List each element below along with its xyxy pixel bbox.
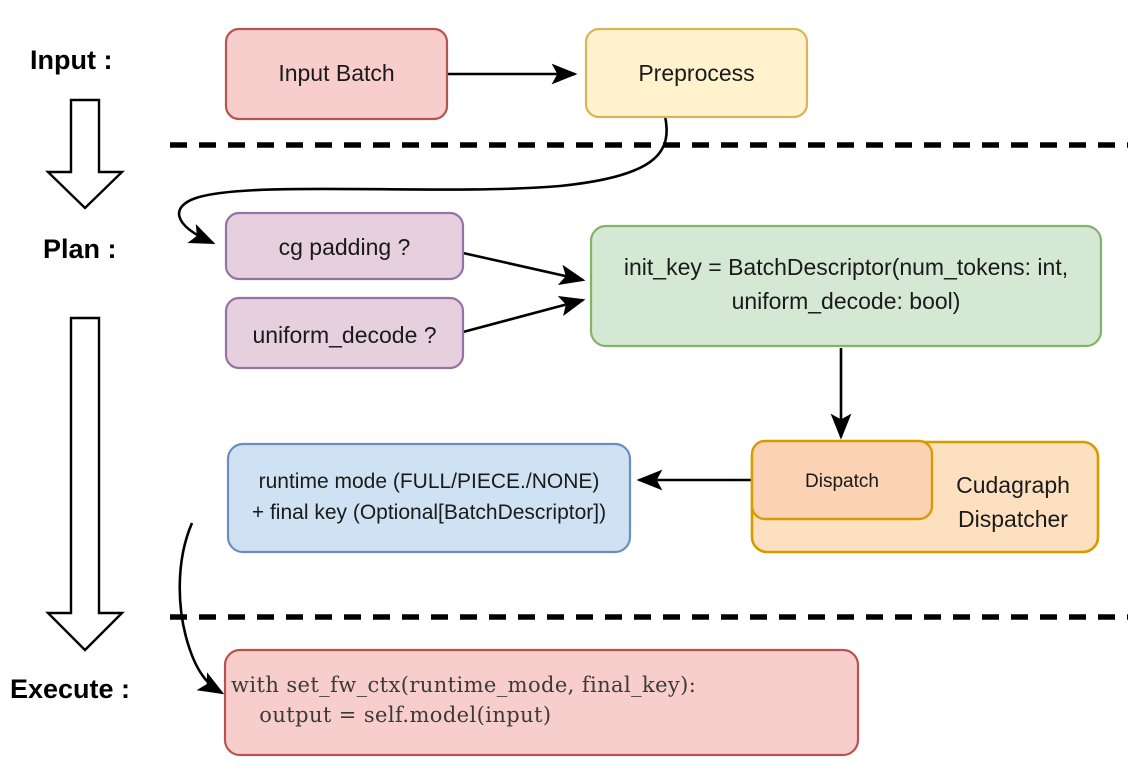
node-uniform-decode[interactable]: uniform_decode ? xyxy=(224,296,465,370)
node-execute-code-line1: with set_fw_ctx(runtime_mode, final_key)… xyxy=(231,673,696,697)
node-runtime-mode-line2: + final key (Optional[BatchDescriptor]) xyxy=(252,501,606,524)
node-input-batch[interactable]: Input Batch xyxy=(224,27,449,121)
node-cg-padding-label: cg padding ? xyxy=(279,234,411,260)
node-init-key-line2: uniform_decode: bool) xyxy=(732,288,961,314)
node-init-key-line1: init_key = BatchDescriptor(num_tokens: i… xyxy=(624,254,1068,280)
node-init-key[interactable]: init_key = BatchDescriptor(num_tokens: i… xyxy=(589,224,1103,348)
edge-preprocess-to-cg-padding xyxy=(177,115,668,245)
node-cg-padding[interactable]: cg padding ? xyxy=(224,211,465,281)
node-runtime-mode[interactable]: runtime mode (FULL/PIECE./NONE) + final … xyxy=(226,442,632,554)
down-block-arrow-icon xyxy=(45,98,125,210)
node-dispatch-shape[interactable] xyxy=(750,439,934,521)
node-input-batch-shape[interactable] xyxy=(224,27,449,121)
node-cudagraph-dispatcher-line2: Dispatcher xyxy=(958,506,1068,532)
node-execute-code-shape[interactable] xyxy=(223,648,860,757)
node-input-batch-label: Input Batch xyxy=(278,60,394,86)
node-uniform-decode-shape[interactable] xyxy=(224,296,465,370)
edge-uniform-decode-to-init-key xyxy=(462,295,586,334)
node-preprocess-shape[interactable] xyxy=(584,27,809,119)
node-init-key-shape[interactable] xyxy=(589,224,1103,348)
edge-runtime-mode-to-execute-code xyxy=(178,522,225,695)
node-dispatch[interactable]: Dispatch xyxy=(750,439,934,521)
node-preprocess-label: Preprocess xyxy=(638,60,754,86)
stage-label-input: Input : xyxy=(30,45,112,75)
node-uniform-decode-label: uniform_decode ? xyxy=(252,322,436,348)
node-preprocess[interactable]: Preprocess xyxy=(584,27,809,119)
node-execute-code-line2: output = self.model(input) xyxy=(231,703,551,727)
node-dispatch-label: Dispatch xyxy=(805,471,879,492)
node-runtime-mode-shape[interactable] xyxy=(226,442,632,554)
node-runtime-mode-line1: runtime mode (FULL/PIECE./NONE) xyxy=(259,470,600,493)
node-cudagraph-dispatcher-line1: Cudagraph xyxy=(956,472,1070,498)
stage-label-plan: Plan : xyxy=(43,234,117,264)
stage-label-execute: Execute : xyxy=(10,674,130,704)
edge-cg-padding-to-init-key xyxy=(462,251,586,286)
down-block-arrow-icon xyxy=(45,316,125,652)
node-execute-code[interactable]: with set_fw_ctx(runtime_mode, final_key)… xyxy=(223,648,860,757)
node-cg-padding-shape[interactable] xyxy=(224,211,465,281)
